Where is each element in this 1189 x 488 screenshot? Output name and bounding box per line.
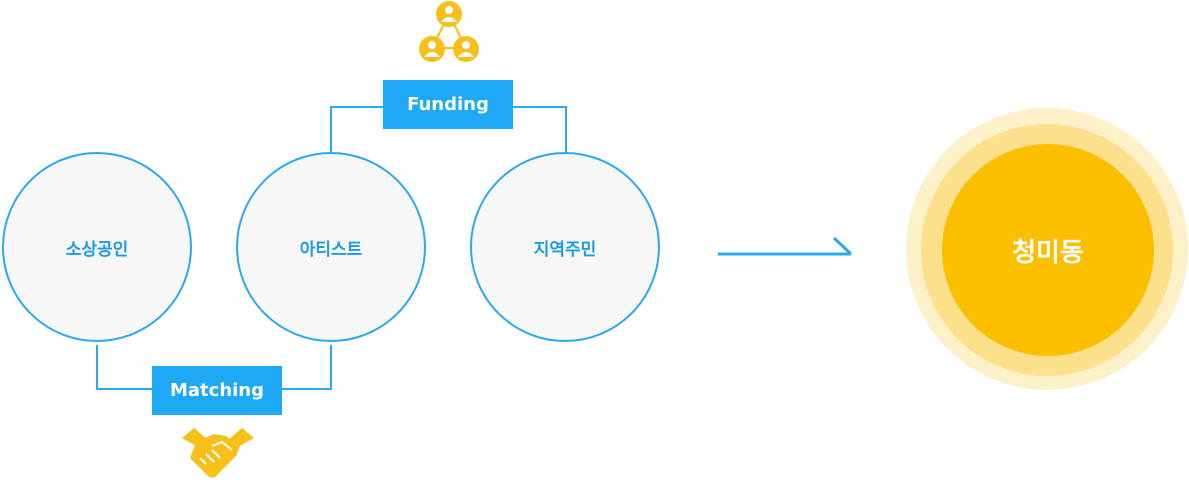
matching-connector <box>96 345 152 390</box>
node-artists: 아티스트 <box>236 152 426 342</box>
funding-connector-right <box>513 106 567 152</box>
target-node: 청미동 <box>942 144 1154 356</box>
funding-connector <box>330 106 383 152</box>
network-people-icon <box>419 1 479 62</box>
matching-connector-right <box>282 345 332 390</box>
handshake-icon <box>182 428 254 478</box>
node-merchants: 소상공인 <box>2 152 192 342</box>
funding-label: Funding <box>383 80 513 129</box>
node-residents: 지역주민 <box>470 152 660 342</box>
arrow-right-icon <box>718 236 853 256</box>
matching-label: Matching <box>152 366 282 415</box>
